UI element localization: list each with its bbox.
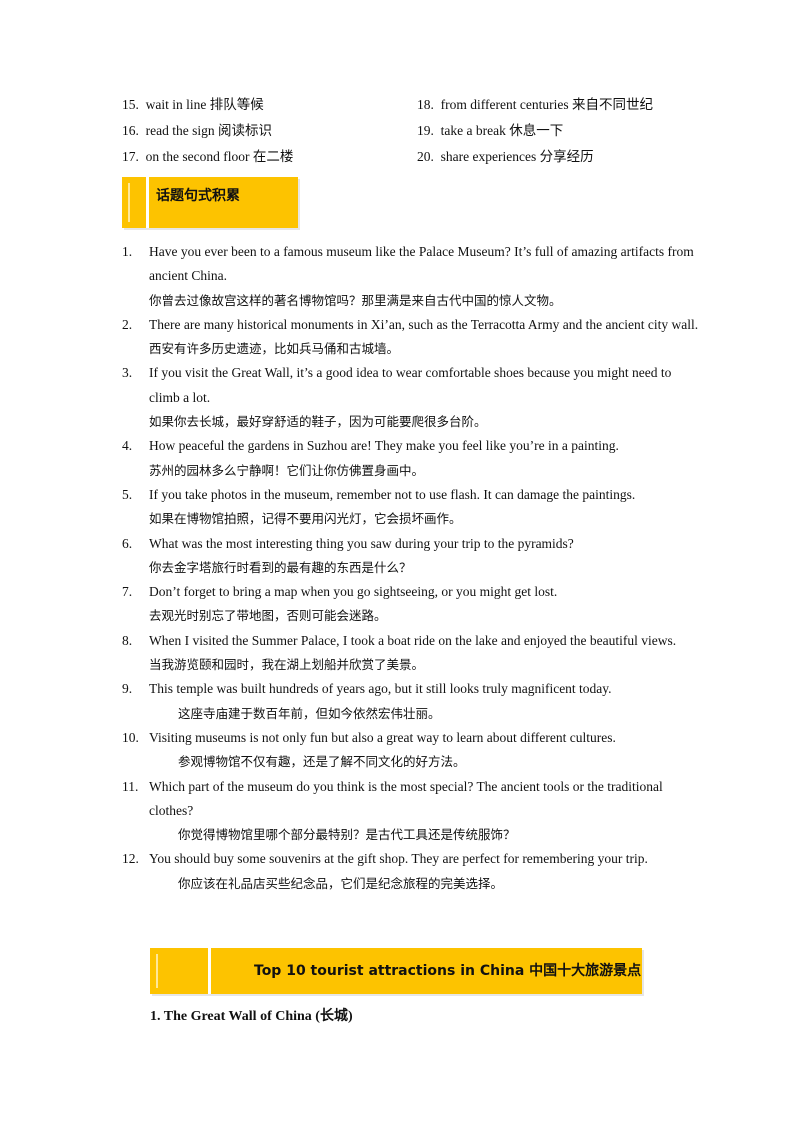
sentence-english: Don’t forget to bring a map when you go …	[149, 584, 558, 600]
sentence-list: 1. Have you ever been to a famous museum…	[122, 240, 702, 896]
phrase-item: 18. from different centuries 来自不同世纪	[417, 96, 653, 114]
banner-stripe	[128, 183, 130, 222]
sentence-item: 10. Visiting museums is not only fun but…	[122, 726, 702, 775]
phrase-item: 20. share experiences 分享经历	[417, 148, 594, 166]
phrase-text: on the second floor 在二楼	[145, 149, 294, 164]
phrase-text: take a break 休息一下	[440, 123, 564, 138]
sentence-chinese: 去观光时别忘了带地图，否则可能会迷路。	[149, 608, 387, 624]
phrase-item: 19. take a break 休息一下	[417, 122, 563, 140]
sentence-chinese: 你应该在礼品店买些纪念品，它们是纪念旅程的完美选择。	[178, 875, 504, 891]
sentence-english: Visiting museums is not only fun but als…	[149, 729, 616, 745]
sentence-english: What was the most interesting thing you …	[149, 535, 574, 551]
phrase-item: 15. wait in line 排队等候	[122, 96, 264, 114]
sentence-item: 5. If you take photos in the museum, rem…	[122, 483, 702, 532]
sentence-english: Have you ever been to a famous museum li…	[149, 244, 694, 284]
sentence-english: When I visited the Summer Palace, I took…	[149, 632, 677, 648]
sentence-number: 2.	[122, 316, 133, 332]
section-banner: 话题句式积累	[122, 177, 298, 228]
phrase-text: read the sign 阅读标识	[145, 123, 272, 138]
banner-divider	[208, 948, 211, 994]
phrase-number: 20.	[417, 149, 434, 164]
sentence-english: You should buy some souvenirs at the gif…	[149, 851, 648, 867]
sentence-item: 9. This temple was built hundreds of yea…	[122, 677, 702, 726]
phrase-item: 16. read the sign 阅读标识	[122, 122, 272, 140]
sentence-item: 1. Have you ever been to a famous museum…	[122, 240, 702, 313]
section-title: 话题句式积累	[156, 188, 240, 204]
sentence-number: 10.	[122, 729, 139, 745]
phrase-number: 16.	[122, 123, 139, 138]
phrase-number: 17.	[122, 149, 139, 164]
sentence-english: How peaceful the gardens in Suzhou are! …	[149, 438, 619, 454]
phrase-number: 18.	[417, 97, 434, 112]
sentence-english: There are many historical monuments in X…	[149, 316, 699, 332]
sentence-chinese: 如果你去长城，最好穿舒适的鞋子，因为可能要爬很多台阶。	[149, 414, 487, 430]
sentence-english: Which part of the museum do you think is…	[149, 778, 663, 818]
sentence-number: 7.	[122, 584, 133, 600]
banner-stripe	[156, 954, 158, 988]
sentence-chinese: 当我游览颐和园时，我在湖上划船并欣赏了美景。	[149, 657, 425, 673]
phrase-text: from different centuries 来自不同世纪	[440, 97, 653, 112]
sentence-english: If you visit the Great Wall, it’s a good…	[149, 365, 672, 405]
sentence-number: 11.	[122, 778, 139, 794]
sentence-chinese: 你去金字塔旅行时看到的最有趣的东西是什么？	[149, 559, 412, 575]
sentence-number: 8.	[122, 632, 133, 648]
phrase-item: 17. on the second floor 在二楼	[122, 148, 293, 166]
phrase-text: share experiences 分享经历	[440, 149, 594, 164]
attraction-heading: 1. The Great Wall of China (长城)	[150, 1009, 353, 1024]
sentence-number: 12.	[122, 851, 139, 867]
sentence-item: 6. What was the most interesting thing y…	[122, 532, 702, 581]
sentence-number: 3.	[122, 365, 133, 381]
sentence-item: 4. How peaceful the gardens in Suzhou ar…	[122, 434, 702, 483]
sentence-item: 3. If you visit the Great Wall, it’s a g…	[122, 361, 702, 434]
sentence-number: 6.	[122, 535, 133, 551]
phrase-text: wait in line 排队等候	[145, 97, 264, 112]
sentence-item: 12. You should buy some souvenirs at the…	[122, 847, 702, 896]
phrase-number: 19.	[417, 123, 434, 138]
sentence-number: 4.	[122, 438, 133, 454]
sentence-chinese: 参观博物馆不仅有趣，还是了解不同文化的好方法。	[178, 754, 466, 770]
sentence-chinese: 你觉得博物馆里哪个部分最特别？是古代工具还是传统服饰？	[178, 827, 516, 843]
sentence-number: 5.	[122, 486, 133, 502]
sentence-chinese: 你曾去过像故宫这样的著名博物馆吗？那里满是来自古代中国的惊人文物。	[149, 292, 562, 308]
sentence-item: 7. Don’t forget to bring a map when you …	[122, 580, 702, 629]
sentence-item: 11. Which part of the museum do you thin…	[122, 775, 702, 848]
sentence-chinese: 这座寺庙建于数百年前，但如今依然宏伟壮丽。	[178, 705, 441, 721]
section-title: Top 10 tourist attractions in China 中国十大…	[254, 963, 642, 979]
sentence-english: This temple was built hundreds of years …	[149, 681, 612, 697]
section-banner: Top 10 tourist attractions in China 中国十大…	[150, 948, 642, 994]
sentence-chinese: 西安有许多历史遗迹，比如兵马俑和古城墙。	[149, 341, 400, 357]
sentence-english: If you take photos in the museum, rememb…	[149, 486, 636, 502]
phrase-number: 15.	[122, 97, 139, 112]
sentence-chinese: 如果在博物馆拍照，记得不要用闪光灯，它会损坏画作。	[149, 511, 462, 527]
sentence-number: 1.	[122, 244, 133, 259]
sentence-item: 2. There are many historical monuments i…	[122, 313, 702, 362]
sentence-chinese: 苏州的园林多么宁静啊！它们让你仿佛置身画中。	[149, 462, 425, 478]
banner-divider	[146, 177, 149, 228]
sentence-item: 8. When I visited the Summer Palace, I t…	[122, 629, 702, 678]
sentence-number: 9.	[122, 681, 133, 697]
